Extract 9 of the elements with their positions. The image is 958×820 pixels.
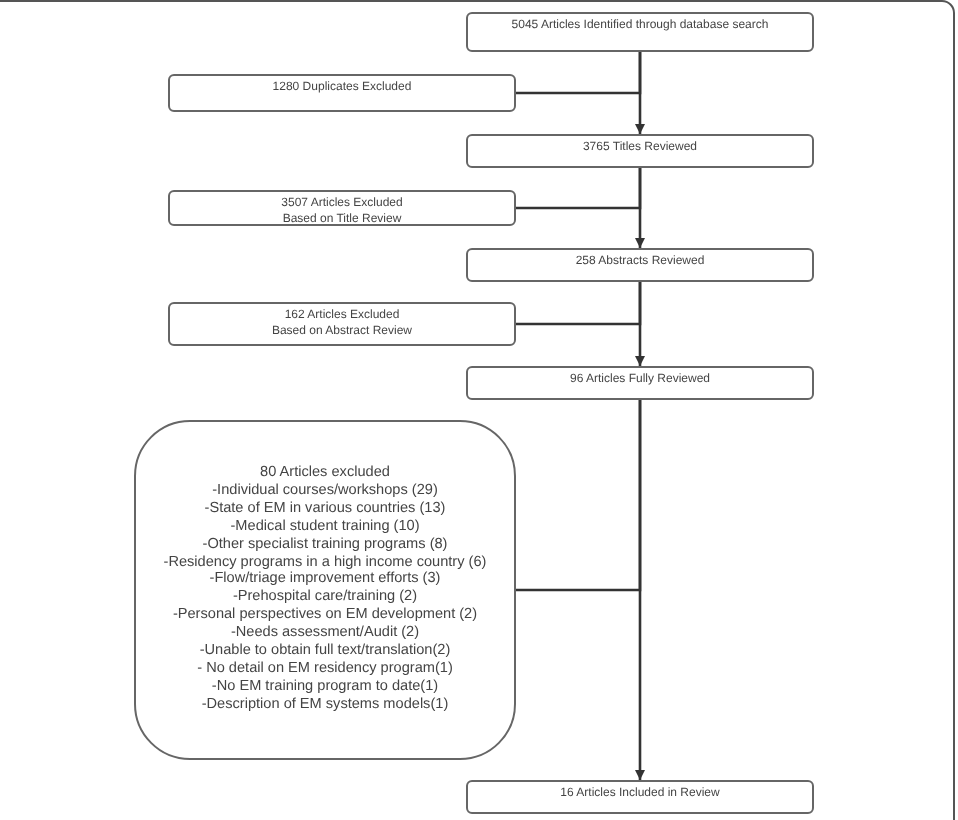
exclusion-list-box [134,420,516,760]
process-box [168,190,516,226]
process-box [168,74,516,112]
process-box [466,780,814,814]
process-box [466,12,814,52]
process-box [466,248,814,282]
process-box [168,302,516,346]
process-box [466,366,814,400]
process-box [466,134,814,168]
